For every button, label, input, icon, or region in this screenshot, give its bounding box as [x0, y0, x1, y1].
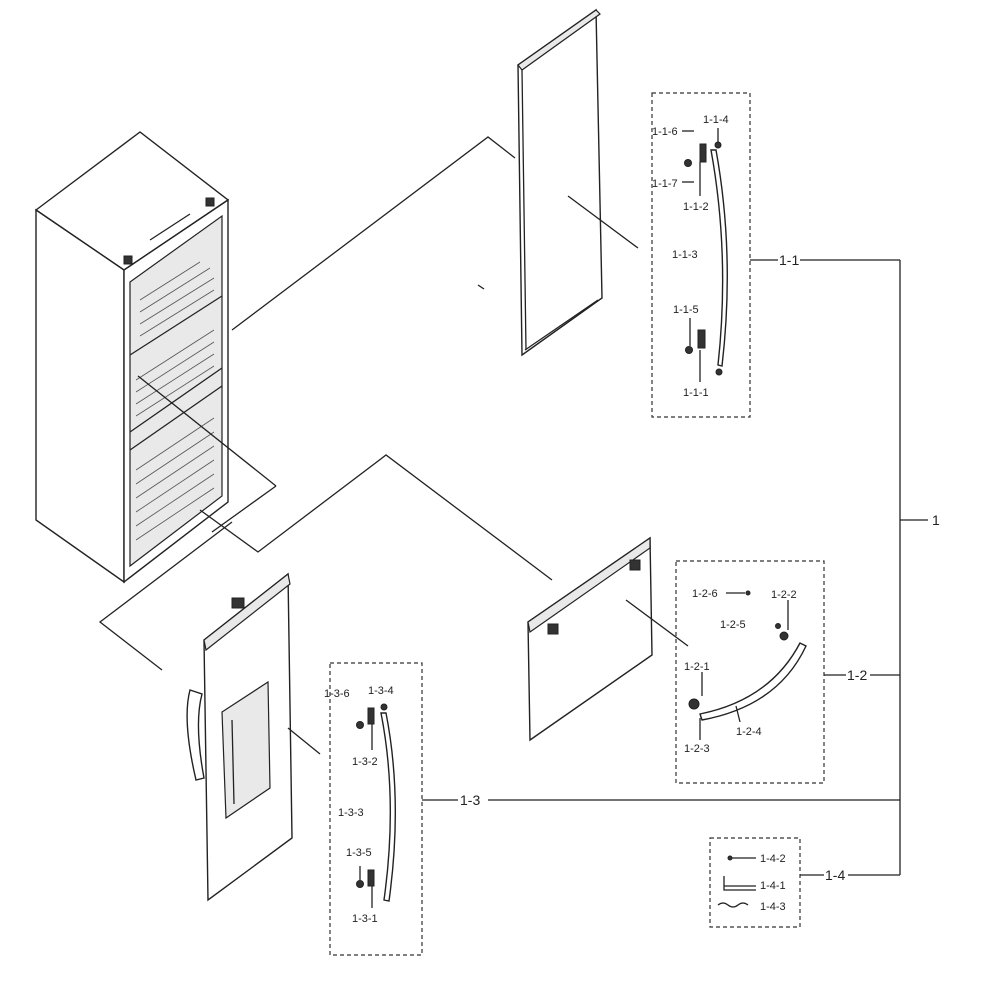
hierarchy-tree — [422, 259, 928, 876]
freezer-drawer-front — [527, 536, 653, 742]
refrigerator-cabinet — [34, 131, 230, 584]
label-1-1-7: 1-1-7 — [652, 178, 678, 190]
label-1-2-2: 1-2-2 — [771, 589, 797, 601]
label-1-1-3: 1-1-3 — [672, 249, 698, 261]
label-1-1: 1-1 — [779, 252, 799, 268]
label-1-2: 1-2 — [847, 667, 867, 683]
label-1-1-6: 1-1-6 — [652, 126, 678, 138]
label-1-1-5: 1-1-5 — [673, 304, 699, 316]
label-1-1-2: 1-1-2 — [683, 201, 709, 213]
label-1-4: 1-4 — [825, 867, 845, 883]
label-1-2-1: 1-2-1 — [684, 661, 710, 673]
lower-door — [186, 572, 293, 902]
label-1-4-3: 1-4-3 — [760, 901, 786, 913]
leader-freezer-drawer — [199, 454, 553, 581]
label-1-3-1: 1-3-1 — [352, 913, 378, 925]
group-1-1-box — [651, 92, 751, 418]
label-1-4-2: 1-4-2 — [760, 853, 786, 865]
label-1: 1 — [932, 512, 940, 528]
leader-lower-drawer — [137, 375, 277, 487]
lower-door-handle — [380, 712, 397, 902]
label-1-3-6: 1-3-6 — [324, 688, 350, 700]
group-1-3-box — [329, 662, 423, 956]
label-1-3-4: 1-3-4 — [368, 685, 394, 697]
group-1-4-box — [709, 837, 801, 928]
label-1-2-6: 1-2-6 — [692, 588, 718, 600]
group-1-2-box — [675, 560, 825, 784]
label-1-3-5: 1-3-5 — [346, 847, 372, 859]
label-1-1-4: 1-1-4 — [703, 114, 729, 126]
label-1-1-1: 1-1-1 — [683, 387, 709, 399]
label-1-3-3: 1-3-3 — [338, 807, 364, 819]
label-1-2-5: 1-2-5 — [720, 619, 746, 631]
label-1-3: 1-3 — [460, 792, 480, 808]
label-1-4-1: 1-4-1 — [760, 880, 786, 892]
leader-lower-door — [98, 521, 233, 671]
label-1-2-3: 1-2-3 — [684, 743, 710, 755]
leader-upper-door — [231, 136, 516, 331]
label-1-3-2: 1-3-2 — [352, 756, 378, 768]
label-1-2-4: 1-2-4 — [736, 726, 762, 738]
drawer-handle — [699, 642, 807, 721]
upper-door-handle — [710, 149, 728, 367]
leader-drawer-front — [211, 485, 277, 533]
upper-door — [517, 8, 603, 357]
